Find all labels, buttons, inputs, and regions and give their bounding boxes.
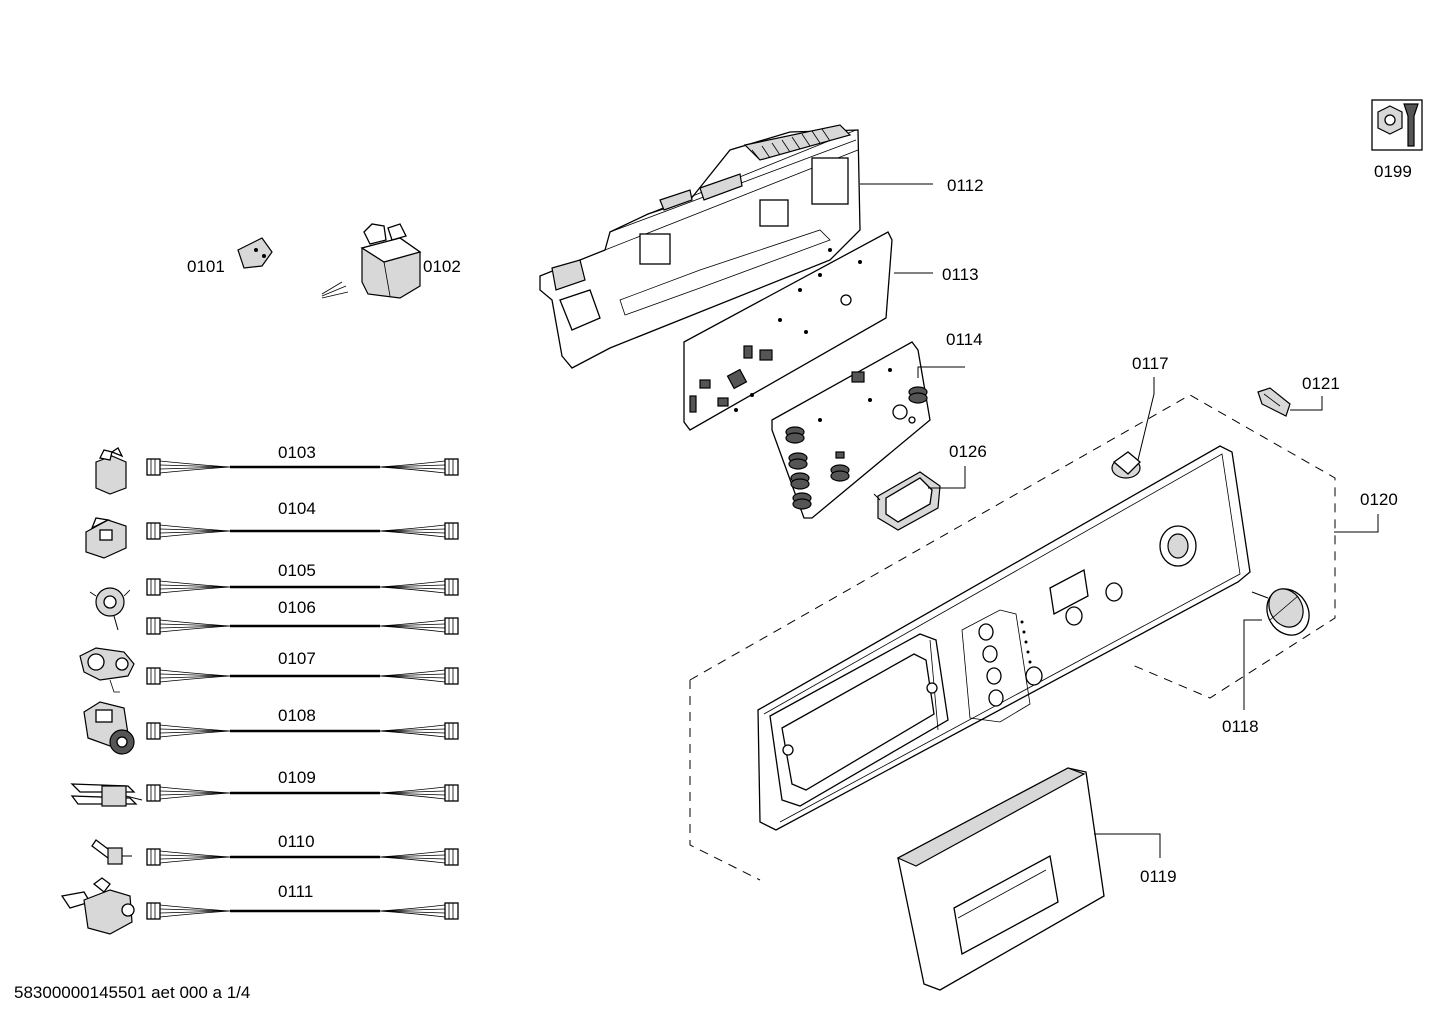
drawing-code: 58300000145501 aet 000 a 1/4 (14, 983, 250, 1002)
leader-0117 (1137, 377, 1155, 461)
label-0121: 0121 (1302, 374, 1340, 393)
component-0105 (89, 587, 131, 631)
encoder-stack (785, 386, 928, 510)
label-0107: 0107 (278, 649, 316, 668)
label-0105: 0105 (278, 561, 316, 580)
main-circuit-board (683, 231, 893, 431)
harness-0104 (146, 522, 459, 540)
label-0102: 0102 (423, 257, 461, 276)
label-0112: 0112 (947, 176, 984, 195)
harness-0109 (146, 784, 459, 802)
component-0110 (91, 839, 132, 865)
panel-assembly-outline (689, 394, 1336, 881)
leader-0118 (1243, 619, 1262, 710)
display-circuit-board (771, 341, 931, 519)
control-panel-fascia (757, 445, 1251, 831)
leader-0120 (1334, 514, 1379, 533)
retaining-clip-part (1257, 387, 1291, 417)
label-0199: 0199 (1374, 162, 1412, 181)
harness-0103 (146, 458, 459, 476)
label-0113: 0113 (942, 265, 979, 284)
power-cord-part (237, 237, 349, 407)
component-0108 (83, 701, 135, 755)
control-module-housing (539, 124, 861, 369)
harness-0107 (146, 667, 459, 685)
leader-0114 (917, 366, 965, 378)
label-0126: 0126 (949, 442, 987, 461)
harness-0111 (146, 902, 459, 920)
harness-components (60, 447, 143, 935)
harness-0105 (146, 578, 459, 596)
label-0104: 0104 (278, 499, 316, 518)
label-0108: 0108 (278, 706, 316, 725)
label-0103: 0103 (278, 443, 316, 462)
component-0111 (60, 877, 135, 935)
wrench-nut-icon (1371, 99, 1423, 151)
label-0119: 0119 (1140, 867, 1177, 886)
leader-0126 (928, 466, 966, 489)
leader-0119 (1094, 833, 1161, 858)
light-guide-part (1111, 451, 1141, 479)
leader-0121 (1290, 396, 1323, 411)
label-0120: 0120 (1360, 490, 1398, 509)
component-0109 (70, 783, 143, 807)
label-0117: 0117 (1132, 354, 1169, 373)
label-0118: 0118 (1222, 717, 1259, 736)
interference-suppressor-part (360, 223, 422, 299)
component-0104 (85, 517, 127, 559)
harness-rows (146, 458, 459, 920)
harness-0108 (146, 722, 459, 740)
label-0114: 0114 (946, 330, 983, 349)
display-window-part (873, 471, 941, 531)
label-0109: 0109 (278, 768, 316, 787)
label-0111: 0111 (278, 882, 313, 901)
harness-0110 (146, 848, 459, 866)
drawer-handle-part (896, 767, 1105, 991)
label-0101: 0101 (187, 257, 225, 276)
label-0106: 0106 (278, 598, 316, 617)
label-0110: 0110 (278, 832, 315, 851)
harness-0106 (146, 617, 459, 635)
component-0103 (95, 447, 127, 495)
component-0107 (79, 647, 135, 693)
programme-knob-part (1251, 588, 1310, 636)
